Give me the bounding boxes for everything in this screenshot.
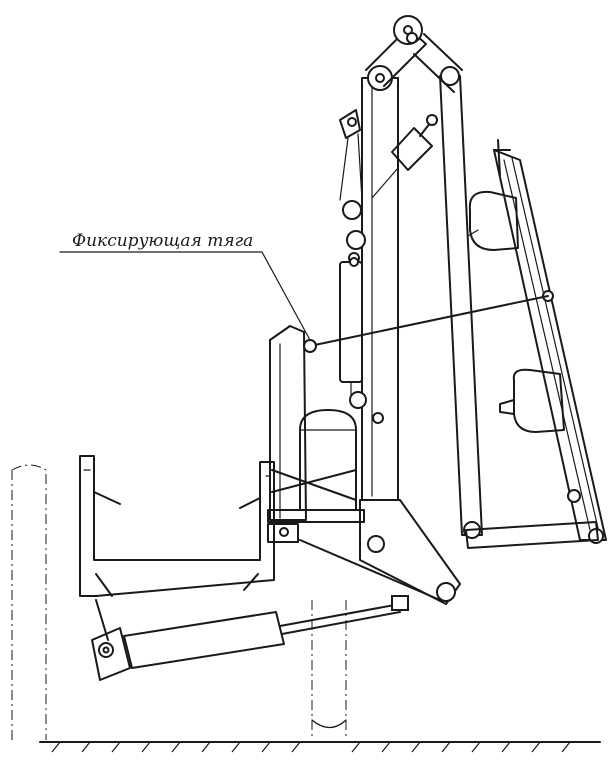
rear-post [439,66,483,539]
column-pins [349,257,384,424]
tilting-platform [493,139,607,544]
upper-cylinder [371,114,438,199]
callout-leader [59,251,311,341]
cargo-box [79,455,275,597]
callout-label: Фиксирующая тяга [72,231,253,251]
mounting-beam [267,509,441,601]
platform-arm [465,521,599,549]
lower-hydraulic-cylinder [91,595,409,681]
top-apex [365,15,463,93]
column-base [359,499,461,605]
ground-line [39,741,601,753]
ram-cylinder [271,409,357,511]
motor-lower [499,368,565,433]
support-pillar-left [11,464,47,740]
motor-upper [467,190,519,251]
support-pillar-center [311,600,347,740]
vertical-column [361,65,399,501]
